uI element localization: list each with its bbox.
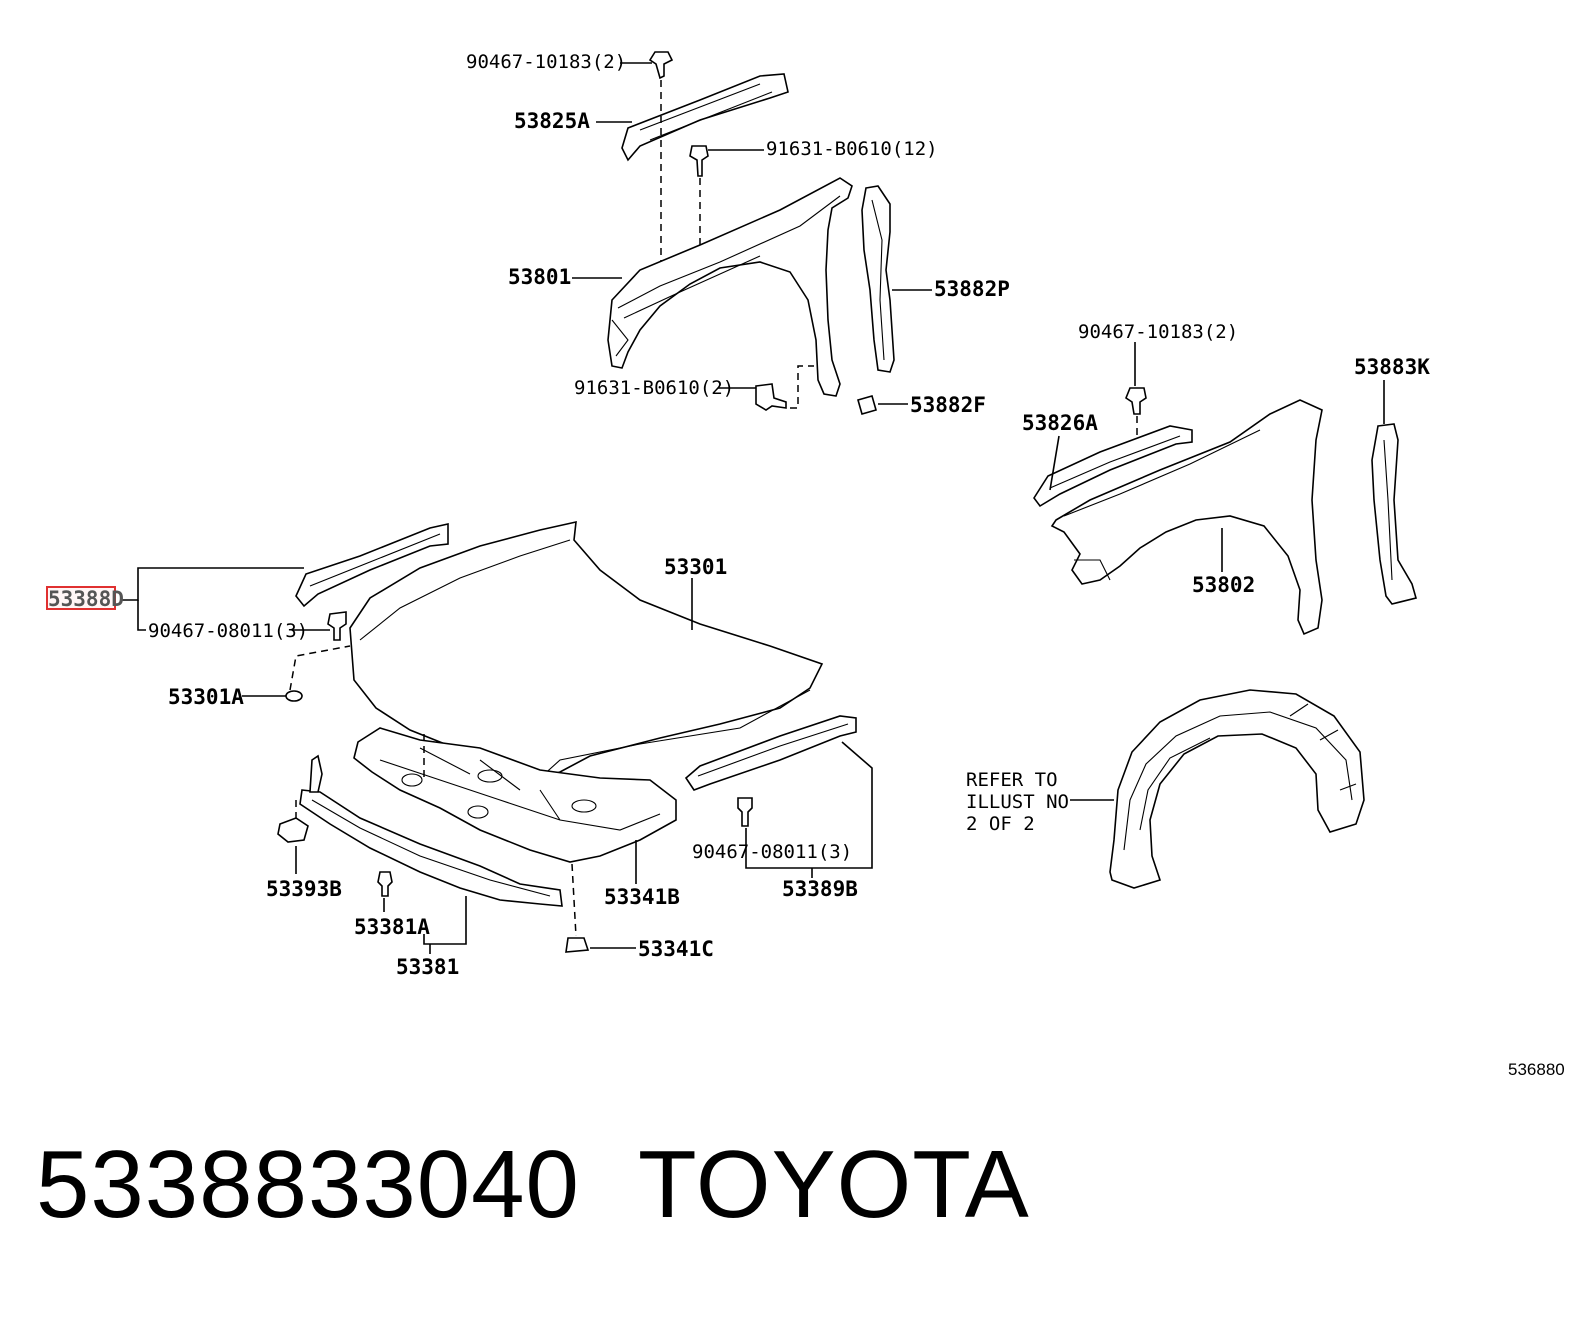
callout-91631-b0610-2[interactable]: 91631-B0610(2) bbox=[574, 377, 734, 399]
refer-line-1[interactable]: REFER TO bbox=[966, 769, 1058, 791]
clip-right-shape bbox=[1125, 387, 1147, 415]
refer-line-2[interactable]: ILLUST NO bbox=[966, 791, 1069, 813]
clip-53393b-shape bbox=[277, 817, 309, 843]
callout-53802[interactable]: 53802 bbox=[1192, 573, 1255, 597]
bolt-top-shape bbox=[689, 145, 709, 177]
under-cover-53341b-shape bbox=[353, 727, 677, 863]
callout-90467-08011-left[interactable]: 90467-08011(3) bbox=[148, 620, 308, 642]
callout-53301[interactable]: 53301 bbox=[664, 555, 727, 579]
bolt-lower-shape bbox=[755, 383, 787, 411]
footer-part-number: 5338833040 bbox=[36, 1131, 580, 1238]
fender-53802-shape bbox=[1050, 399, 1323, 636]
clip-hood-right-shape bbox=[737, 797, 753, 827]
bracket-53393b-shape bbox=[309, 754, 323, 793]
callout-53341c[interactable]: 53341C bbox=[638, 937, 714, 961]
clip-hood-left-shape bbox=[327, 611, 347, 641]
fender-right-assembly bbox=[1033, 387, 1417, 636]
callout-53826a[interactable]: 53826A bbox=[1022, 411, 1098, 435]
fender-liner-53883k-shape bbox=[1371, 423, 1417, 605]
callout-53882f[interactable]: 53882F bbox=[910, 393, 986, 417]
callout-53801[interactable]: 53801 bbox=[508, 265, 571, 289]
callout-53381a[interactable]: 53381A bbox=[354, 915, 430, 939]
callout-53388d[interactable]: 53388D bbox=[48, 587, 124, 611]
callout-53883k[interactable]: 53883K bbox=[1354, 355, 1430, 379]
callout-53389b[interactable]: 53389B bbox=[782, 877, 858, 901]
callout-53393b[interactable]: 53393B bbox=[266, 877, 342, 901]
clip-53381a-shape bbox=[377, 871, 393, 897]
callout-53381[interactable]: 53381 bbox=[396, 955, 459, 979]
highlight-box bbox=[46, 586, 116, 610]
fender-seal-53825a-shape bbox=[621, 73, 789, 162]
callout-53341b[interactable]: 53341B bbox=[604, 885, 680, 909]
clip-53882f-shape bbox=[857, 395, 877, 415]
wheel-liner-shape bbox=[1109, 689, 1365, 889]
fender-liner-53882p-shape bbox=[861, 185, 895, 373]
hood-seal-53388d-shape bbox=[295, 523, 449, 608]
support-53381-shape bbox=[299, 789, 563, 907]
fender-left-assembly bbox=[607, 51, 895, 415]
diagram-id-label: 536880 bbox=[1508, 1060, 1565, 1079]
callout-91631-b0610-12[interactable]: 91631-B0610(12) bbox=[766, 138, 938, 160]
callout-53825a[interactable]: 53825A bbox=[514, 109, 590, 133]
callout-53301a[interactable]: 53301A bbox=[168, 685, 244, 709]
seal-53389b-shape bbox=[684, 715, 857, 791]
hood-assembly bbox=[277, 520, 857, 953]
clip-top-shape bbox=[648, 51, 674, 80]
clip-53341c-shape bbox=[565, 937, 590, 953]
wheel-liner-assembly bbox=[1109, 689, 1365, 889]
callout-90467-10183-right[interactable]: 90467-10183(2) bbox=[1078, 321, 1238, 343]
callout-90467-08011-right[interactable]: 90467-08011(3) bbox=[692, 841, 852, 863]
fender-53801-shape bbox=[607, 177, 853, 397]
refer-line-3[interactable]: 2 OF 2 bbox=[966, 813, 1035, 835]
callout-90467-10183-top[interactable]: 90467-10183(2) bbox=[466, 51, 626, 73]
callout-53882p[interactable]: 53882P bbox=[934, 277, 1010, 301]
footer-brand: TOYOTA bbox=[638, 1131, 1030, 1238]
grommet-53301a-shape bbox=[285, 690, 303, 702]
